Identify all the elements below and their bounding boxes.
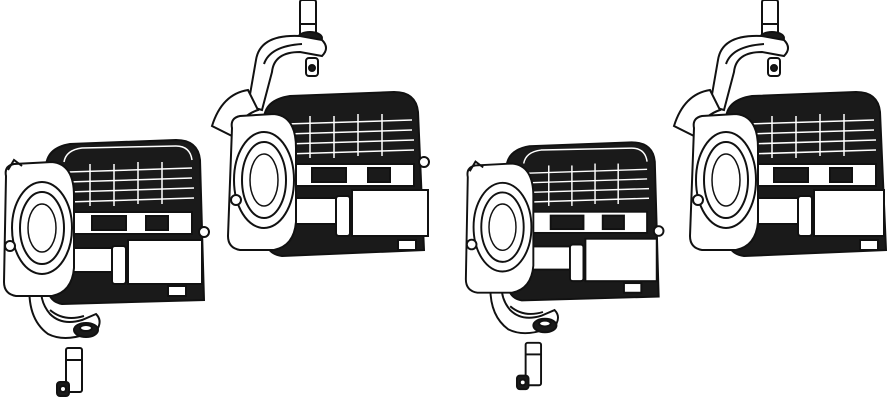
fixture-1-stand-mounted bbox=[0, 0, 445, 409]
fixture-3-front-lens bbox=[464, 160, 535, 294]
fixture-2-front-lens bbox=[226, 112, 297, 251]
fixture-1-front-lens bbox=[2, 158, 75, 297]
fixture-4-front-lens bbox=[688, 112, 759, 251]
fixture-4-drawing bbox=[672, 0, 888, 258]
fixture-2-hanging-mounted bbox=[0, 0, 445, 409]
fixture-1-drawing bbox=[2, 138, 210, 397]
fixture-3-drawing bbox=[464, 141, 665, 391]
fixture-1-yoke bbox=[28, 279, 101, 339]
fixture-3-yoke bbox=[489, 276, 559, 335]
fixture-4-housing bbox=[724, 90, 888, 258]
fixture-2-housing bbox=[262, 90, 430, 258]
fixture-2-yoke bbox=[210, 34, 327, 138]
fixture-4-yoke bbox=[672, 34, 789, 138]
fixture-4-hanging-mounted bbox=[462, 0, 891, 409]
fixture-1-spigot bbox=[56, 347, 83, 397]
fixture-3-housing bbox=[505, 141, 665, 302]
fixture-3-spigot bbox=[515, 341, 543, 391]
fixture-2-drawing bbox=[210, 0, 430, 258]
fixture-1-housing bbox=[44, 138, 210, 306]
fixture-3-stand-mounted bbox=[462, 0, 891, 409]
